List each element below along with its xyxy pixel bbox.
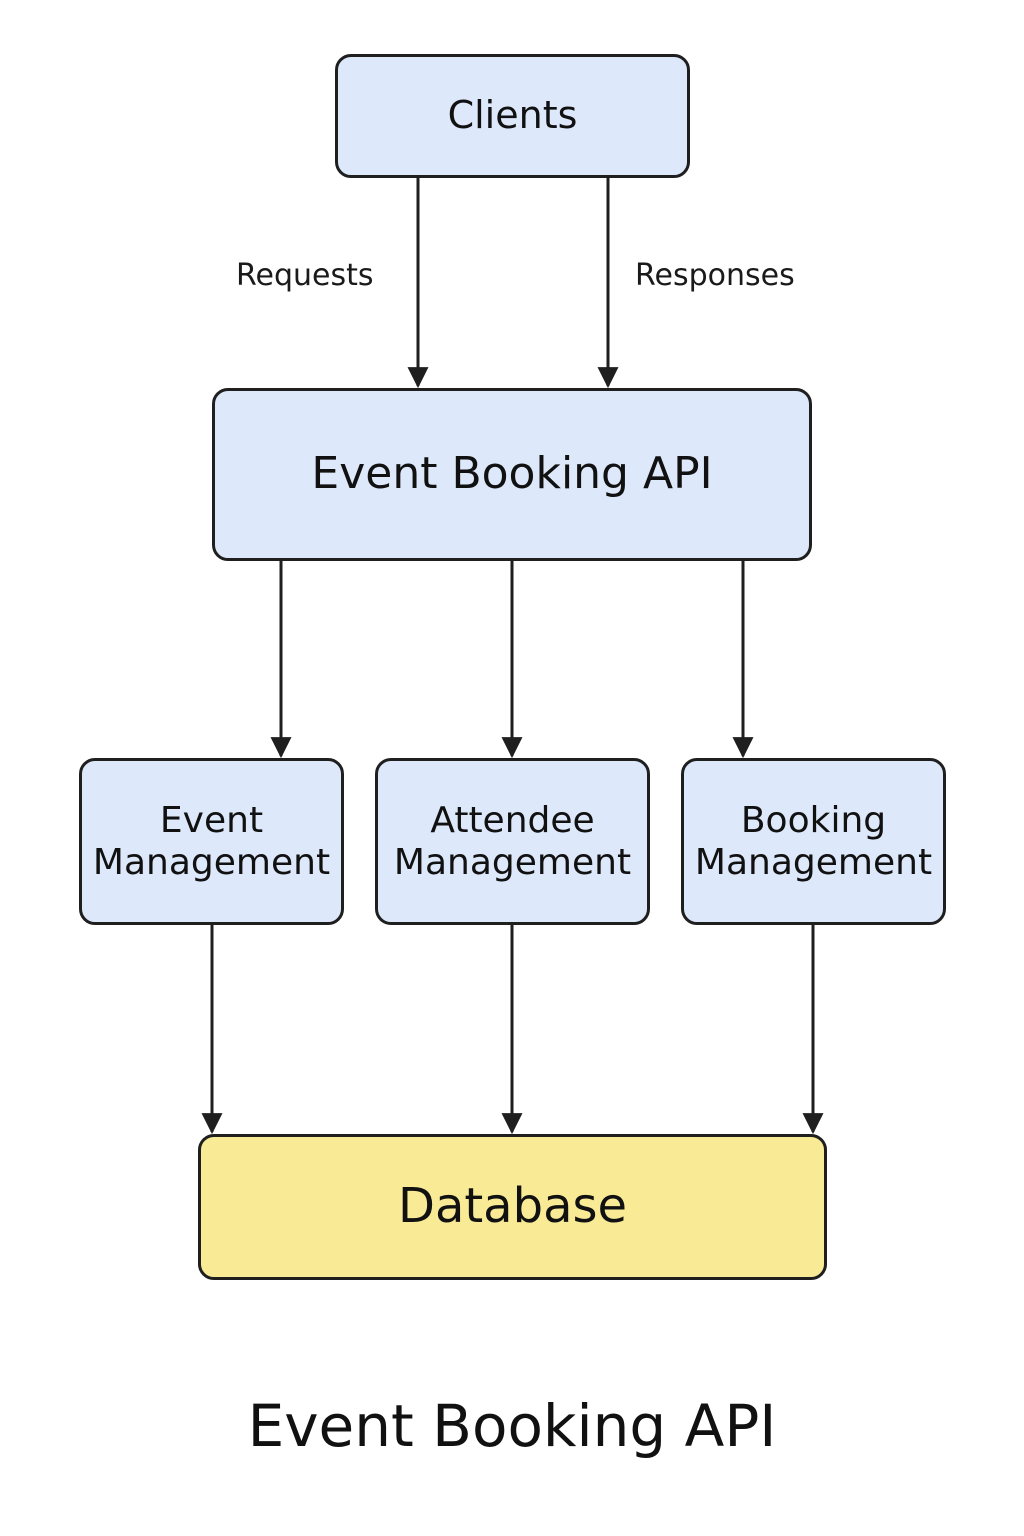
attendee-management-node: Attendee Management [375, 758, 650, 925]
clients-node: Clients [335, 54, 690, 178]
database-label: Database [397, 1178, 628, 1235]
attendee-management-label: Attendee Management [393, 800, 632, 883]
database-node: Database [198, 1134, 827, 1280]
event-booking-api-node: Event Booking API [212, 388, 812, 561]
booking-management-node: Booking Management [681, 758, 946, 925]
event-management-label: Event Management [92, 800, 331, 883]
responses-label: Responses [635, 258, 795, 293]
event-booking-api-label: Event Booking API [311, 448, 713, 500]
clients-label: Clients [447, 93, 578, 138]
event-management-node: Event Management [79, 758, 344, 925]
booking-management-label: Booking Management [694, 800, 933, 883]
diagram-title: Event Booking API [247, 1392, 777, 1460]
requests-label: Requests [236, 258, 374, 293]
